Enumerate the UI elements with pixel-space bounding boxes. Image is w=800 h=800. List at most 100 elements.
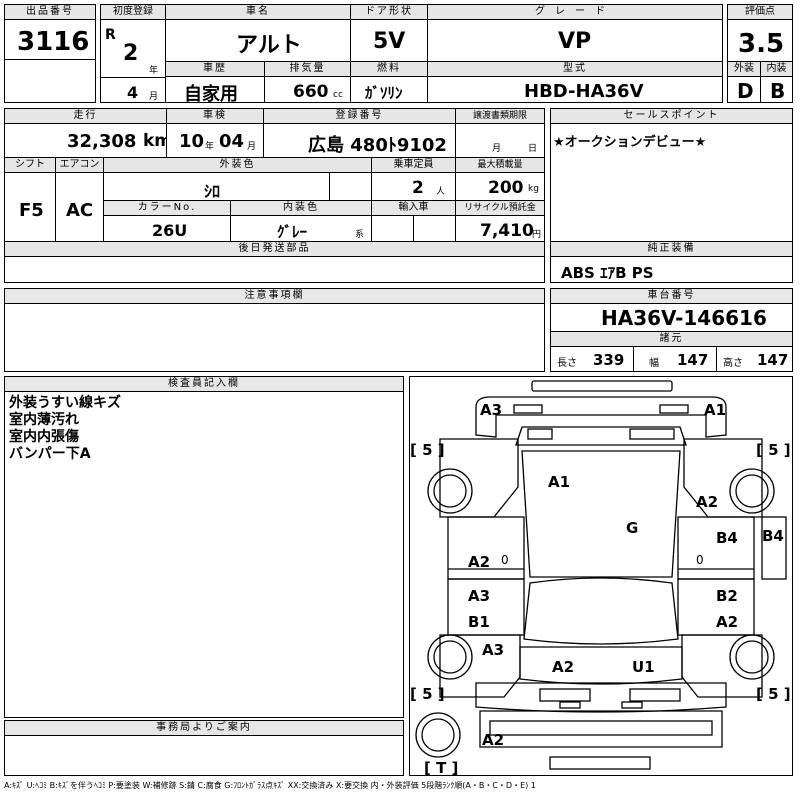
interior-grade-label: 内装 [761, 62, 792, 77]
damage-mark: A3 [480, 401, 502, 419]
genuine-equipment: ABS ｴｱB PS [561, 264, 654, 282]
rear-right-quarter [681, 634, 763, 698]
capacity-unit: 人 [436, 187, 446, 197]
length: 339 [593, 351, 625, 369]
model: HBD-HA36V [524, 81, 644, 102]
interior-grade: B [770, 79, 786, 103]
capacity-cell: 乗車定員 2 人 [371, 157, 456, 201]
transfer-day: 日 [528, 144, 538, 154]
aircon: AC [66, 200, 94, 221]
selling-point-cell: セールスポイント ★オークションデビュー★ [550, 108, 793, 242]
tailgate [519, 646, 683, 685]
int-color: ｸﾞﾚｰ [277, 223, 308, 241]
inspector-notes-label: 検査員記入欄 [5, 377, 403, 392]
score-label: 評価点 [728, 5, 792, 20]
mileage-unit: km [143, 131, 173, 151]
transfer-deadline-cell: 譲渡書類期限 月 日 [455, 108, 545, 158]
damage-legend: A:ｷｽﾞ U:ﾍｺﾐ B:ｷｽﾞを伴うﾍｺﾐ P:要塗装 W:補修跡 S:錆 … [4, 781, 536, 790]
int-color-unit: 系 [355, 230, 365, 240]
spec-label: 諸元 [551, 332, 792, 347]
import-label: 輸入車 [372, 201, 455, 216]
exterior-grade-label: 外装 [728, 62, 760, 77]
model-cell: 型式 HBD-HA36V [427, 61, 723, 103]
registration-number: 広島 480ﾄ9102 [308, 135, 447, 156]
caution-label: 注意事項欄 [5, 289, 544, 304]
damage-mark: A3 [468, 587, 490, 605]
damage-mark: A3 [482, 641, 504, 659]
mileage-label: 走行 [5, 109, 166, 124]
door-label: ドア形状 [351, 5, 427, 20]
registration-month: 4 [127, 83, 139, 102]
max-load-unit: kg [528, 184, 539, 194]
car-name-label: 車名 [166, 5, 350, 20]
inspector-note: 外装うすい線キズ [9, 395, 121, 411]
inspection-year-unit: 年 [205, 142, 215, 152]
tire-tread-rear-right: [ 5 ] [756, 685, 791, 703]
month-unit: 月 [149, 92, 159, 102]
inspector-note: 室内薄汚れ [9, 412, 79, 428]
transfer-month: 月 [492, 144, 502, 154]
transfer-deadline-label: 譲渡書類期限 [456, 109, 544, 124]
tire-tread-front-right: [ 5 ] [756, 441, 791, 459]
interior-grade-cell: 内装 B [760, 61, 793, 103]
inspection-month: 04 [219, 131, 245, 152]
windshield-panel-left [527, 428, 553, 440]
max-load-label: 最大積載量 [456, 158, 544, 173]
lot-blank-cell [4, 59, 96, 103]
chassis-number: HA36V-146616 [601, 306, 767, 330]
history: 自家用 [184, 84, 238, 105]
wheel-rear-right [729, 634, 775, 680]
history-cell: 車歴 自家用 [165, 61, 265, 105]
damage-mark: B4 [762, 527, 784, 545]
tire-tread-spare: [ T ] [424, 759, 458, 775]
damage-mark: B4 [716, 529, 738, 547]
year-unit: 年 [149, 66, 159, 76]
inspector-notes: 外装うすい線キズ 室内薄汚れ 室内内張傷 バンパー下A [9, 395, 121, 463]
lot-number-label: 出品番号 [5, 5, 95, 20]
inspection-cell: 車検 10 年 04 月 [166, 108, 264, 158]
hood-outline [475, 396, 727, 438]
selling-point-text: ★オークションデビュー★ [553, 135, 707, 150]
wheel-rear-left [427, 634, 473, 680]
selling-point-label: セールスポイント [551, 109, 792, 124]
windshield [515, 426, 687, 446]
displacement: 660 [293, 82, 329, 102]
later-parts-label: 後日発送部品 [5, 242, 544, 257]
aircon-label: エアコン [56, 158, 103, 173]
int-color-cell: 内装色 ｸﾞﾚｰ 系 [230, 200, 372, 242]
registration-number-label: 登録番号 [264, 109, 455, 124]
ext-color-label: 外装色 [104, 158, 371, 173]
chassis-number-label: 車台番号 [551, 289, 792, 304]
damage-mark: B2 [716, 587, 738, 605]
car-name: アルト [236, 33, 302, 58]
wheel-front-left [427, 468, 473, 514]
grade: VP [558, 29, 592, 54]
wheel-front-right [729, 468, 775, 514]
damage-mark: 0 [501, 553, 509, 567]
fuel-label: 燃料 [351, 62, 427, 77]
tire-tread-front-left: [ 5 ] [410, 441, 445, 459]
fuel-cell: 燃料 ｶﾞｿﾘﾝ [350, 61, 428, 103]
inspector-notes-cell: 検査員記入欄 外装うすい線キズ 室内薄汚れ 室内内張傷 バンパー下A [4, 376, 404, 718]
lot-number-cell: 出品番号 3116 [4, 4, 96, 60]
width: 147 [677, 351, 709, 369]
color-number-cell: カラーNo. 26U [103, 200, 231, 242]
car-name-cell: 車名 アルト [165, 4, 351, 62]
door-type: 5V [373, 29, 406, 54]
damage-mark: A1 [704, 401, 726, 419]
color-number-label: カラーNo. [104, 201, 230, 216]
max-load: 200 [488, 178, 524, 198]
history-label: 車歴 [166, 62, 264, 77]
inspector-note: バンパー下A [9, 446, 91, 462]
genuine-equipment-label: 純正装備 [551, 242, 792, 257]
inspection-year: 10 [179, 131, 205, 152]
color-number: 26U [152, 221, 188, 240]
fuel: ｶﾞｿﾘﾝ [365, 84, 403, 102]
recycle-fee: 7,410 [480, 221, 534, 241]
right-side-panel [761, 516, 787, 580]
inspection-label: 車検 [167, 109, 263, 124]
displacement-unit: cc [333, 90, 343, 100]
exterior-grade: D [737, 79, 754, 103]
grade-label: グレード [428, 5, 722, 20]
front-left-fender [439, 438, 519, 518]
